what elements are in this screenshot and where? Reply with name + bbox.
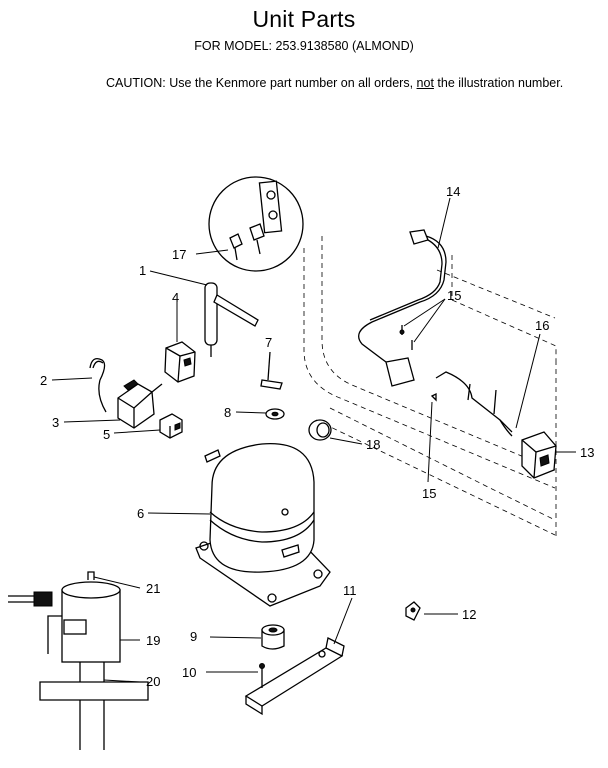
callout-1: 1 <box>139 263 146 278</box>
model-line: FOR MODEL: 253.9138580 (ALMOND) <box>194 39 414 53</box>
callout-8: 8 <box>224 405 231 420</box>
part-18-grommet <box>308 419 363 445</box>
part-19-21-valve <box>8 571 149 750</box>
callout-15-bottom: 15 <box>422 486 436 501</box>
caution-note: CAUTION: Use the Kenmore part number on … <box>106 76 563 90</box>
callout-4: 4 <box>172 290 179 305</box>
part-14-harness <box>358 197 451 387</box>
part-11-bracket <box>244 597 353 716</box>
callout-2: 2 <box>40 373 47 388</box>
callout-21: 21 <box>146 581 160 596</box>
callout-16: 16 <box>535 318 549 333</box>
callout-19: 19 <box>146 633 160 648</box>
callout-7: 7 <box>265 335 272 350</box>
page-title: Unit Parts <box>252 6 356 32</box>
caution-prefix: CAUTION: Use the Kenmore part number on … <box>106 76 417 90</box>
callout-17: 17 <box>172 247 186 262</box>
part-16-wiring <box>435 333 541 437</box>
callout-13: 13 <box>580 445 594 460</box>
part-13-control <box>521 431 576 479</box>
callout-15-top: 15 <box>447 288 461 303</box>
callout-18: 18 <box>366 437 380 452</box>
caution-emphasis: not <box>416 76 434 90</box>
callout-3: 3 <box>52 415 59 430</box>
part-4-relay <box>164 300 196 383</box>
callout-12: 12 <box>462 607 476 622</box>
part-1-tube-fitting <box>149 270 259 357</box>
callout-11: 11 <box>343 583 357 598</box>
part-12-clip <box>405 601 458 621</box>
part-3-overload <box>63 379 163 429</box>
caution-suffix: the illustration number. <box>433 76 564 90</box>
part-5-clip <box>113 413 183 439</box>
part-2-wire <box>51 357 107 413</box>
callout-14: 14 <box>446 184 460 199</box>
part-9-mount <box>209 624 285 650</box>
part-10-screw <box>206 663 265 688</box>
callout-10: 10 <box>182 665 196 680</box>
callout-6: 6 <box>137 506 144 521</box>
part-7-screw <box>260 351 283 390</box>
part-8-washer <box>235 408 285 420</box>
callout-labels: 1 2 3 4 5 6 7 8 9 10 11 12 13 14 15 15 1… <box>40 184 594 689</box>
part-6-compressor <box>147 443 331 607</box>
part-15-screws <box>399 298 446 483</box>
callout-9: 9 <box>190 629 197 644</box>
callout-5: 5 <box>103 427 110 442</box>
callout-20: 20 <box>146 674 160 689</box>
part-17-relay-detail <box>195 176 304 272</box>
